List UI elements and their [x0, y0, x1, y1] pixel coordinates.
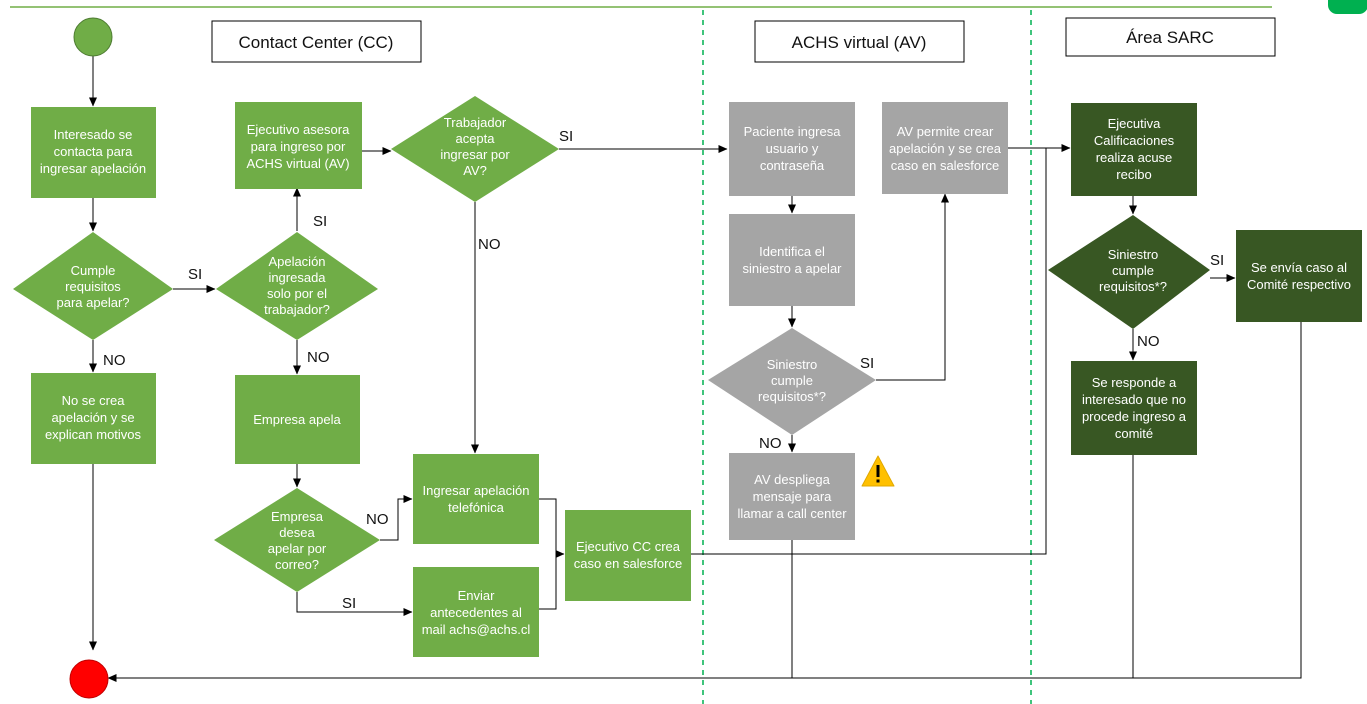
label-no-trabajador: NO	[478, 236, 501, 253]
header-area-sarc: Área SARC	[1126, 28, 1214, 47]
enviar-antecedentes-box	[413, 567, 539, 657]
corner-tab	[1328, 0, 1367, 14]
se-responde-box	[1071, 361, 1197, 455]
empresa-apela-text: Empresa apela	[253, 412, 341, 427]
paciente-ingresa-box	[729, 102, 855, 196]
cumple-requisitos-diamond	[13, 232, 173, 340]
no-se-crea-box	[31, 373, 156, 464]
label-no-apelacion: NO	[307, 349, 330, 366]
label-si-empresa: SI	[342, 595, 356, 612]
label-si-apelacion: SI	[313, 213, 327, 230]
end-node	[69, 659, 109, 699]
ingresar-telefonica-box	[413, 454, 539, 544]
siniestro-av-diamond	[708, 328, 876, 435]
label-no-siniestro-sarc: NO	[1137, 333, 1160, 350]
label-no-empresa: NO	[366, 511, 389, 528]
label-si-cumple: SI	[188, 266, 202, 283]
label-si-trabajador: SI	[559, 128, 573, 145]
se-envia-box	[1236, 230, 1362, 322]
empresa-desea-diamond	[214, 488, 380, 592]
ejecutivo-cc-crea-box	[565, 510, 691, 601]
empresa-apela-box	[235, 375, 360, 464]
label-si-siniestro-av: SI	[860, 355, 874, 372]
interesado-box	[31, 107, 156, 198]
siniestro-sarc-diamond	[1048, 215, 1210, 329]
ejecutiva-calificaciones-box	[1071, 103, 1197, 196]
av-despliega-box	[729, 453, 855, 540]
ejecutivo-asesora-box	[235, 102, 362, 189]
label-no-cumple: NO	[103, 352, 126, 369]
apelacion-ingresada-diamond	[216, 232, 378, 340]
label-no-siniestro-av: NO	[759, 435, 782, 452]
warning-icon	[861, 455, 895, 487]
start-node	[73, 17, 113, 57]
identifica-siniestro-box	[729, 214, 855, 306]
av-permite-box	[882, 102, 1008, 194]
header-contact-center: Contact Center (CC)	[239, 33, 394, 52]
trabajador-acepta-diamond	[391, 96, 559, 202]
label-si-siniestro-sarc: SI	[1210, 252, 1224, 269]
header-achs-virtual: ACHS virtual (AV)	[792, 33, 927, 52]
